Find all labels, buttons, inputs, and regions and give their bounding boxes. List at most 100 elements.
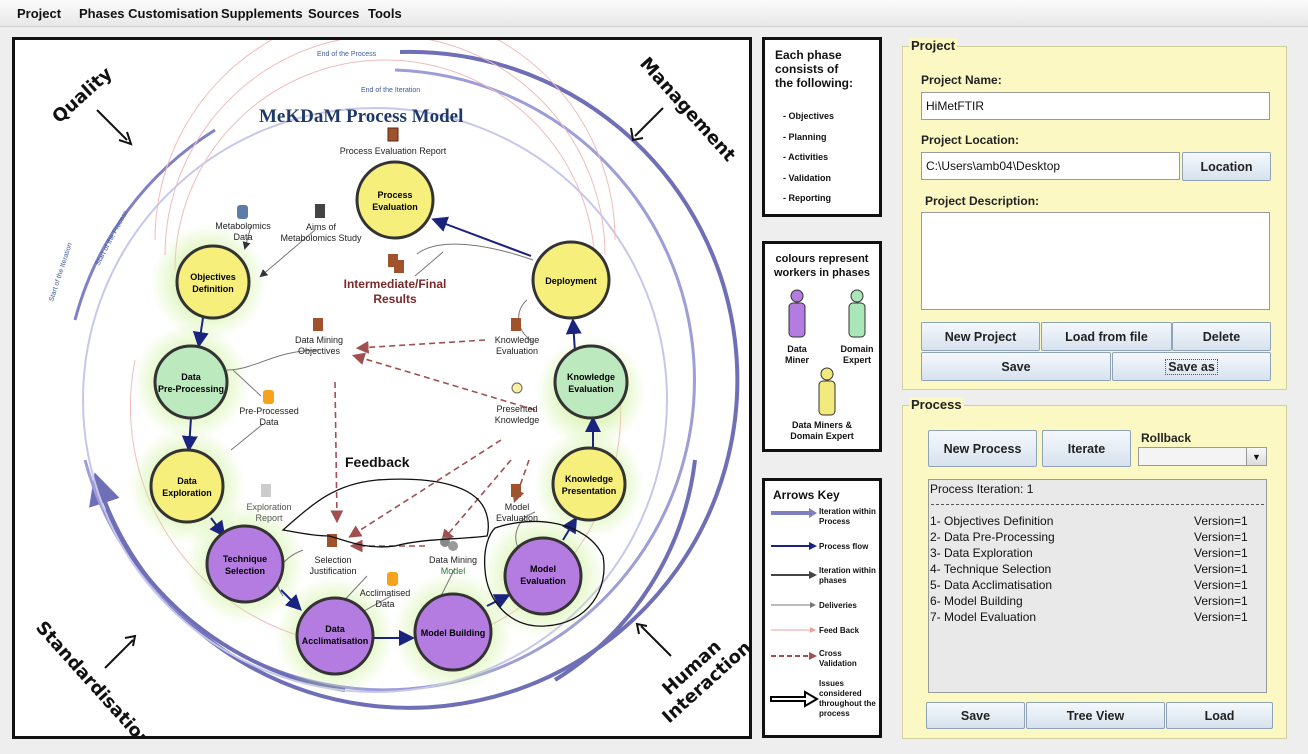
arrows-key-panel: Arrows Key Iteration within Process Proc… [762, 478, 882, 738]
menu-tools[interactable]: Tools [368, 6, 402, 21]
feedback-annotation: Feedback [281, 454, 605, 627]
key-iteration-process-1: Iteration within [819, 507, 876, 516]
document-icon [327, 534, 337, 547]
new-project-button[interactable]: New Project [921, 322, 1040, 351]
menu-phases-customisation[interactable]: Phases Customisation [79, 6, 219, 21]
phase-objectives-definition[interactable]: Objectives Definition [175, 244, 251, 320]
svg-text:Model Building: Model Building [421, 628, 486, 638]
start-process-label: Start of the Process [95, 209, 130, 267]
key-issues-4: process [819, 709, 850, 718]
worker-domain-expert-2: Expert [842, 355, 871, 365]
svg-text:Data: Data [233, 232, 252, 242]
end-iteration-label: End of the Iteration [361, 87, 420, 94]
artefact-exploration-report: Exploration Report [246, 484, 292, 523]
phase-process-evaluation[interactable]: Process Evaluation [355, 160, 435, 240]
quality-label: Quality [48, 63, 116, 128]
svg-text:Intermediate/Final: Intermediate/Final [344, 277, 447, 291]
process-model-diagram: MeKDaM Process Model End of the Process … [12, 37, 752, 739]
phase-model-building[interactable]: Model Building [413, 592, 493, 672]
svg-text:Process: Process [377, 190, 412, 200]
svg-text:Data Mining: Data Mining [295, 335, 343, 345]
menu-project[interactable]: Project [17, 6, 62, 21]
artefact-data-mining-model: Data Mining Model [429, 537, 477, 576]
outline-arrow-icon [770, 690, 819, 708]
svg-text:Model: Model [530, 564, 556, 574]
svg-text:Evaluation: Evaluation [372, 202, 418, 212]
process-phase-row[interactable]: 2- Data Pre-Processing Version=1 [930, 530, 1267, 544]
outer-iteration-arcs [73, 49, 740, 710]
key-deliveries: Deliveries [819, 601, 857, 610]
process-model-svg: MeKDaM Process Model End of the Process … [31, 40, 749, 736]
management-label: Management [635, 53, 740, 166]
standardisation-arrow-icon [104, 639, 134, 669]
project-location-label: Project Location: [921, 133, 1020, 147]
key-cross-validation-2: Validation [819, 659, 857, 668]
process-load-button[interactable]: Load [1166, 702, 1273, 729]
key-issues-1: Issues [819, 679, 844, 688]
svg-text:Pre-Processing: Pre-Processing [158, 384, 224, 394]
svg-text:Results: Results [373, 292, 417, 306]
load-from-file-button[interactable]: Load from file [1041, 322, 1172, 351]
project-name-field[interactable]: HiMetFTIR [921, 92, 1270, 120]
document-icon [387, 127, 399, 142]
process-save-button[interactable]: Save [926, 702, 1025, 729]
phase-data-preprocessing[interactable]: Data Pre-Processing [153, 344, 229, 420]
phase-panel-title-3: the following: [775, 76, 853, 90]
colours-title-2: workers in phases [774, 267, 870, 279]
phase-contents-panel: Each phase consists of the following: - … [762, 37, 882, 217]
project-name-label: Project Name: [921, 73, 1002, 87]
svg-text:Exploration: Exploration [246, 502, 291, 512]
phase-row-name: 4- Technique Selection [930, 562, 1052, 576]
end-process-label: End of the Process [317, 51, 377, 58]
svg-text:Pre-Processed: Pre-Processed [239, 406, 299, 416]
human-interaction-arrow-icon [640, 625, 672, 657]
database-icon [387, 572, 398, 586]
phase-knowledge-presentation[interactable]: Knowledge Presentation [551, 446, 627, 522]
location-button[interactable]: Location [1182, 152, 1271, 181]
svg-text:Metabolomics: Metabolomics [215, 221, 271, 231]
phase-panel-title-2: consists of [775, 62, 839, 76]
delete-project-button[interactable]: Delete [1172, 322, 1271, 351]
rollback-select[interactable]: ▼ [1138, 447, 1267, 466]
phase-item-validation: - Validation [783, 172, 832, 183]
phase-data-acclimatisation[interactable]: Data Acclimatisation [295, 596, 375, 676]
key-issues-3: throughout the [819, 699, 876, 708]
shared-person-icon [818, 367, 836, 416]
phase-row-name: 1- Objectives Definition [930, 514, 1054, 528]
phase-knowledge-evaluation[interactable]: Knowledge Evaluation [553, 344, 629, 420]
phase-row-name: 2- Data Pre-Processing [930, 530, 1055, 544]
phase-row-version: Version=1 [1194, 530, 1248, 544]
phase-technique-selection[interactable]: Technique Selection [205, 524, 285, 604]
artefact-metabolomics-data: Metabolomics Data [215, 205, 271, 242]
phase-row-name: 3- Data Exploration [930, 546, 1033, 560]
project-description-field[interactable] [921, 212, 1270, 310]
phase-row-version: Version=1 [1194, 610, 1248, 624]
list-divider [931, 504, 1264, 505]
save-project-button[interactable]: Save [921, 352, 1111, 381]
phase-deployment[interactable]: Deployment [531, 240, 611, 320]
artefact-acclimatised-data: Acclimatised Data [360, 572, 410, 609]
phase-row-name: 6- Model Building [930, 594, 1023, 608]
rollback-label: Rollback [1141, 431, 1192, 445]
phase-model-evaluation[interactable]: Model Evaluation [503, 536, 583, 616]
iterate-button[interactable]: Iterate [1042, 430, 1131, 467]
key-iteration-phases-2: phases [819, 576, 847, 585]
phase-data-exploration[interactable]: Data Exploration [149, 448, 225, 524]
new-process-button[interactable]: New Process [928, 430, 1037, 467]
svg-text:Data: Data [259, 417, 278, 427]
delivery-arrows [226, 161, 536, 617]
menu-supplements[interactable]: Supplements [221, 6, 303, 21]
project-description-label: Project Description: [925, 194, 1040, 208]
dropdown-arrow-icon[interactable]: ▼ [1246, 448, 1266, 465]
project-location-field[interactable]: C:\Users\amb04\Desktop [921, 152, 1180, 180]
tree-view-button[interactable]: Tree View [1026, 702, 1165, 729]
svg-text:Process Evaluation Report: Process Evaluation Report [340, 146, 447, 156]
menu-sources[interactable]: Sources [308, 6, 360, 21]
save-as-button[interactable]: Save as [1112, 352, 1271, 381]
